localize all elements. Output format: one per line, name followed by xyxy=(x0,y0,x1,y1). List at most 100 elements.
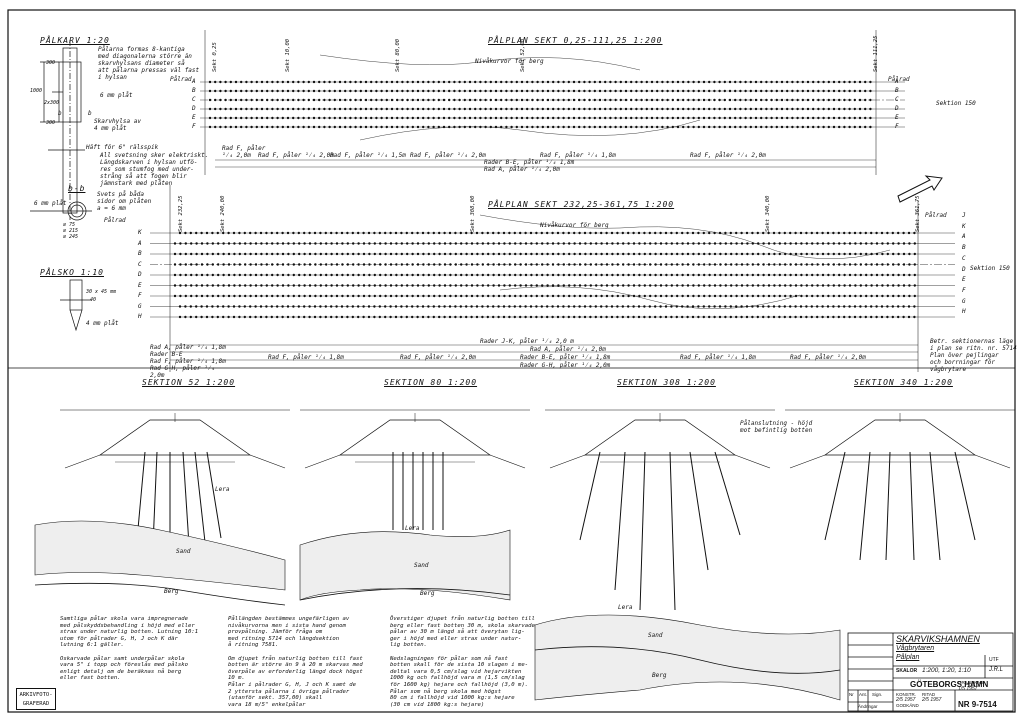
pile-marker xyxy=(588,89,591,93)
pile-marker xyxy=(812,98,815,102)
pile-marker xyxy=(773,273,776,277)
pile-marker xyxy=(179,284,182,287)
pile-marker xyxy=(487,273,490,277)
palkarv-dim-3: 2x300 xyxy=(44,100,60,106)
pile-marker xyxy=(661,98,664,102)
pile-marker xyxy=(600,252,603,256)
pile-marker xyxy=(624,89,628,93)
pile-marker xyxy=(778,252,781,256)
pile-marker xyxy=(681,252,684,256)
pile-marker xyxy=(837,231,840,235)
pile-marker xyxy=(229,107,232,111)
pile-marker xyxy=(390,125,394,129)
pile-marker xyxy=(692,294,695,298)
pile-marker xyxy=(762,305,765,308)
pile-marker xyxy=(728,80,732,84)
pile-marker xyxy=(368,294,371,298)
pile-marker xyxy=(744,98,747,102)
pile-marker xyxy=(664,305,668,308)
pile-marker xyxy=(648,231,651,235)
note-line: för 1600 kg) hejare och fallhöjd (3,0 m)… xyxy=(390,681,529,688)
pile-marker xyxy=(184,263,187,266)
pile-marker xyxy=(373,305,376,308)
pile-marker xyxy=(454,284,457,287)
pile-marker xyxy=(865,273,868,277)
pile-marker xyxy=(287,284,290,287)
pile-marker xyxy=(805,305,808,308)
pile-marker xyxy=(463,80,466,84)
pile-marker xyxy=(600,284,603,287)
pile-marker xyxy=(459,231,462,235)
pile-marker xyxy=(325,273,328,277)
pile-marker xyxy=(427,98,430,102)
bb-weld-3: a = 6 mm xyxy=(97,205,126,212)
pile-marker xyxy=(519,242,522,245)
pile-marker xyxy=(864,89,867,93)
pile-marker xyxy=(405,231,408,235)
pile-marker xyxy=(541,80,544,84)
pile-marker xyxy=(713,252,717,256)
pile-marker xyxy=(816,263,819,266)
pile-marker xyxy=(817,125,820,129)
pile-marker xyxy=(281,116,284,120)
pile-marker xyxy=(427,80,430,84)
pile-marker xyxy=(746,252,749,256)
pile-marker xyxy=(702,315,705,319)
pile-marker xyxy=(697,294,700,298)
pile-marker xyxy=(622,252,625,256)
pile-line xyxy=(954,451,976,541)
pile-marker xyxy=(827,294,830,298)
pile-marker xyxy=(352,284,355,287)
pile-marker xyxy=(870,305,873,308)
pile-marker xyxy=(515,80,518,84)
pile-marker xyxy=(250,116,253,120)
pile-marker xyxy=(208,89,212,93)
note-line: vara 5" i topp och föreslås med pålsko xyxy=(60,662,188,669)
pile-marker xyxy=(255,80,258,84)
pile-marker xyxy=(470,305,473,308)
pile-marker xyxy=(497,284,501,287)
pile-marker xyxy=(624,80,628,84)
pile-marker xyxy=(724,315,727,319)
pile-marker xyxy=(443,305,446,308)
plan1-under2-1: Rader B-E, påler ¹⁄₄ 1,8m xyxy=(484,159,575,166)
pile-marker xyxy=(390,107,394,111)
pile-marker xyxy=(379,284,382,287)
pile-marker xyxy=(396,107,399,111)
pile-marker xyxy=(740,284,744,287)
pile-marker xyxy=(385,98,388,102)
pile-marker xyxy=(422,294,425,298)
note-line: 10 m. xyxy=(228,675,245,682)
pile-marker xyxy=(562,231,565,235)
pile-marker xyxy=(433,273,436,277)
pile-marker xyxy=(827,273,830,277)
pile-marker xyxy=(643,263,646,266)
pile-marker xyxy=(437,107,440,111)
pile-marker xyxy=(584,273,587,277)
pile-marker xyxy=(572,125,576,129)
pile-marker xyxy=(487,263,490,266)
pile-marker xyxy=(670,252,673,256)
pile-marker xyxy=(770,80,773,84)
pile-marker xyxy=(479,80,482,84)
pile-marker xyxy=(416,242,420,245)
pile-marker xyxy=(519,305,522,308)
pile-marker xyxy=(385,116,388,120)
pile-marker xyxy=(508,263,511,266)
pile-marker xyxy=(432,116,435,120)
pile-marker xyxy=(729,231,732,235)
pile-marker xyxy=(443,242,447,245)
pile-marker xyxy=(541,89,544,93)
pile-marker xyxy=(497,315,500,319)
pile-marker xyxy=(556,231,560,235)
pile-marker xyxy=(463,125,466,129)
pile-marker xyxy=(713,294,717,298)
pile-marker xyxy=(718,125,721,129)
pile-marker xyxy=(780,98,784,102)
pile-marker xyxy=(775,89,778,93)
pile-marker xyxy=(551,263,555,266)
pile-marker xyxy=(692,98,695,102)
pile-marker xyxy=(812,107,815,111)
section-308-callout-2: mot befintlig botten xyxy=(740,427,813,434)
pile-marker xyxy=(271,116,274,120)
